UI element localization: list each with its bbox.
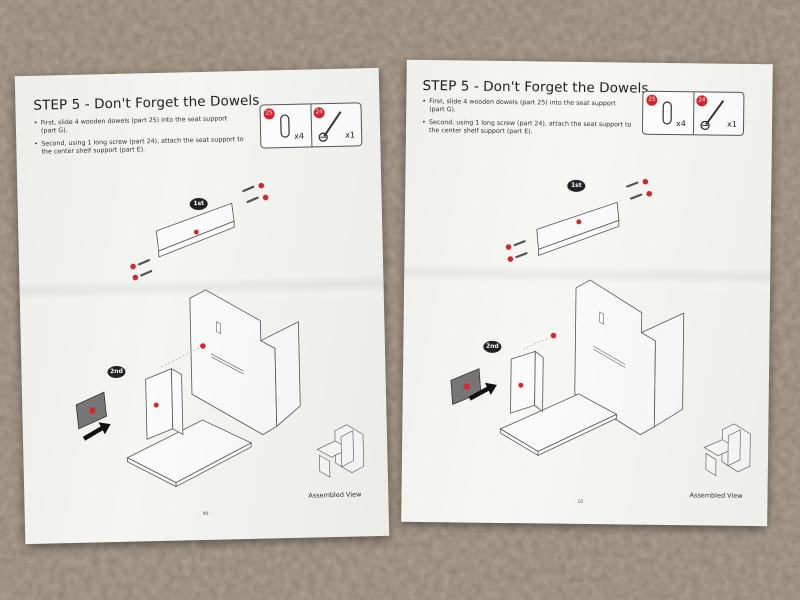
screw-marker [550, 332, 557, 339]
step-label-first: 1st [567, 179, 586, 192]
dowel-icon [280, 114, 290, 138]
cabinet-details [210, 321, 244, 375]
dowels-top [242, 185, 259, 204]
panel-marker [518, 382, 524, 388]
page-number: 90 [202, 511, 209, 518]
page-number: 10 [577, 499, 584, 505]
assembled-view-label: Assembled View [308, 490, 362, 500]
dowel-icon [662, 101, 672, 125]
dowel-markers [505, 178, 653, 262]
screw-guide-line [523, 337, 550, 350]
dowels-bottom [513, 240, 528, 259]
assembled-view-drawing [703, 423, 751, 477]
assembly-illustration [450, 178, 751, 477]
parts-box: 25 x4 24 x1 [259, 102, 363, 149]
seat-support-panel [155, 202, 235, 258]
seat-support-panel [536, 201, 620, 256]
dowels-bottom [137, 259, 153, 277]
insert-arrow [82, 422, 111, 441]
instruction-sheet-right: STEP 5 - Don't Forget the Dowels First, … [401, 59, 773, 527]
dowel-markers [130, 182, 269, 281]
seat-support-marker [463, 383, 471, 390]
parts-box: 25 x4 24 x1 [641, 90, 745, 136]
step-label-second: 2nd [483, 340, 502, 353]
insert-arrow [468, 382, 497, 401]
long-screw-icon [318, 111, 342, 142]
panel-marker [153, 402, 159, 408]
dowels-top [626, 181, 643, 200]
shelf-support-panel [510, 350, 544, 414]
cabinet-details [593, 311, 626, 368]
screw-marker [200, 343, 206, 349]
assembly-illustration [75, 182, 364, 488]
screw-guide-line [161, 347, 200, 368]
cabinet-body [126, 289, 301, 488]
cabinet-body [499, 279, 685, 457]
long-screw-icon [700, 100, 725, 131]
assembled-view-label: Assembled View [689, 491, 743, 500]
instruction-sheet-left: STEP 5 - Don't Forget the Dowels First, … [14, 67, 390, 545]
seat-support-marker [89, 407, 96, 414]
assembled-view-drawing [316, 424, 364, 478]
shelf-support-panel [145, 368, 184, 440]
